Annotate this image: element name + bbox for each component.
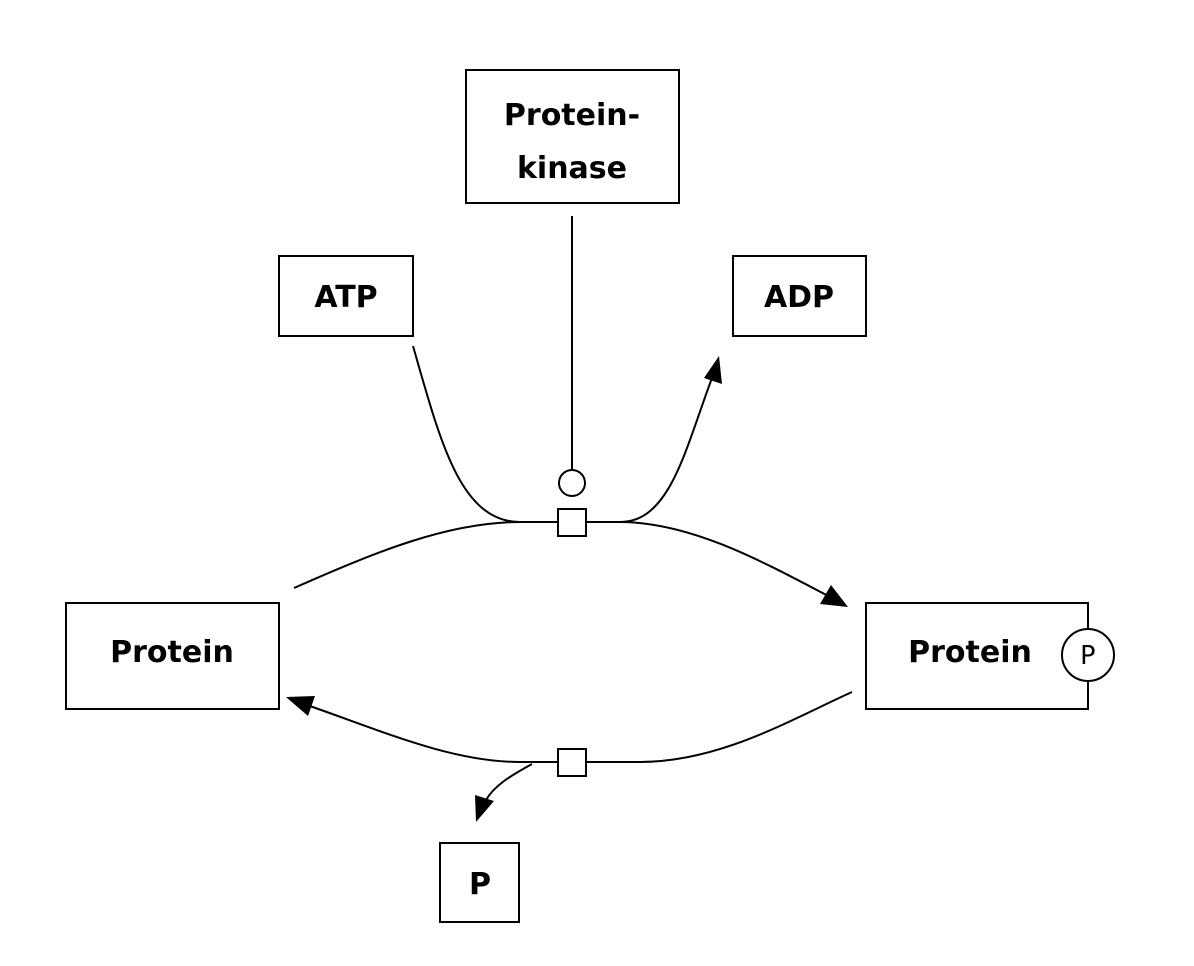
phosphorylation-process-node	[557, 508, 587, 537]
phosphorylation-substrate-arc	[293, 521, 558, 589]
adp-node: ADP	[732, 255, 867, 337]
atp-label: ATP	[314, 280, 377, 315]
state-variable-label: P	[1080, 641, 1096, 671]
arrowhead-adp	[704, 356, 722, 384]
phosphate-label: P	[469, 867, 491, 902]
phospho-protein-node: Protein P	[865, 602, 1115, 710]
phosphorylation-product-arc	[586, 521, 833, 599]
adp-production-arc	[619, 377, 713, 523]
dephosphorylation-product-arc	[303, 703, 558, 763]
phosphate-release-arc	[485, 763, 533, 801]
dephosphorylation-substrate-arc	[586, 691, 853, 763]
protein-label: Protein	[110, 635, 234, 670]
adp-label: ADP	[764, 280, 834, 315]
protein-kinase-label-line1: Protein-	[504, 98, 640, 133]
protein-node: Protein	[65, 602, 280, 710]
atp-node: ATP	[278, 255, 414, 337]
phosphate-node: P	[439, 842, 520, 923]
protein-kinase-node: Protein- kinase	[465, 69, 680, 204]
catalysis-circle	[558, 469, 586, 497]
arrowhead-phosphate	[475, 795, 494, 822]
atp-consumption-arc	[412, 345, 521, 523]
arrowhead-protein	[286, 696, 315, 716]
arrowhead-protein-phos	[820, 585, 848, 607]
state-variable-circle	[1061, 628, 1115, 682]
phospho-protein-label: Protein	[908, 635, 1032, 670]
protein-kinase-label-line2: kinase	[517, 151, 627, 186]
dephosphorylation-process-node	[557, 748, 587, 777]
